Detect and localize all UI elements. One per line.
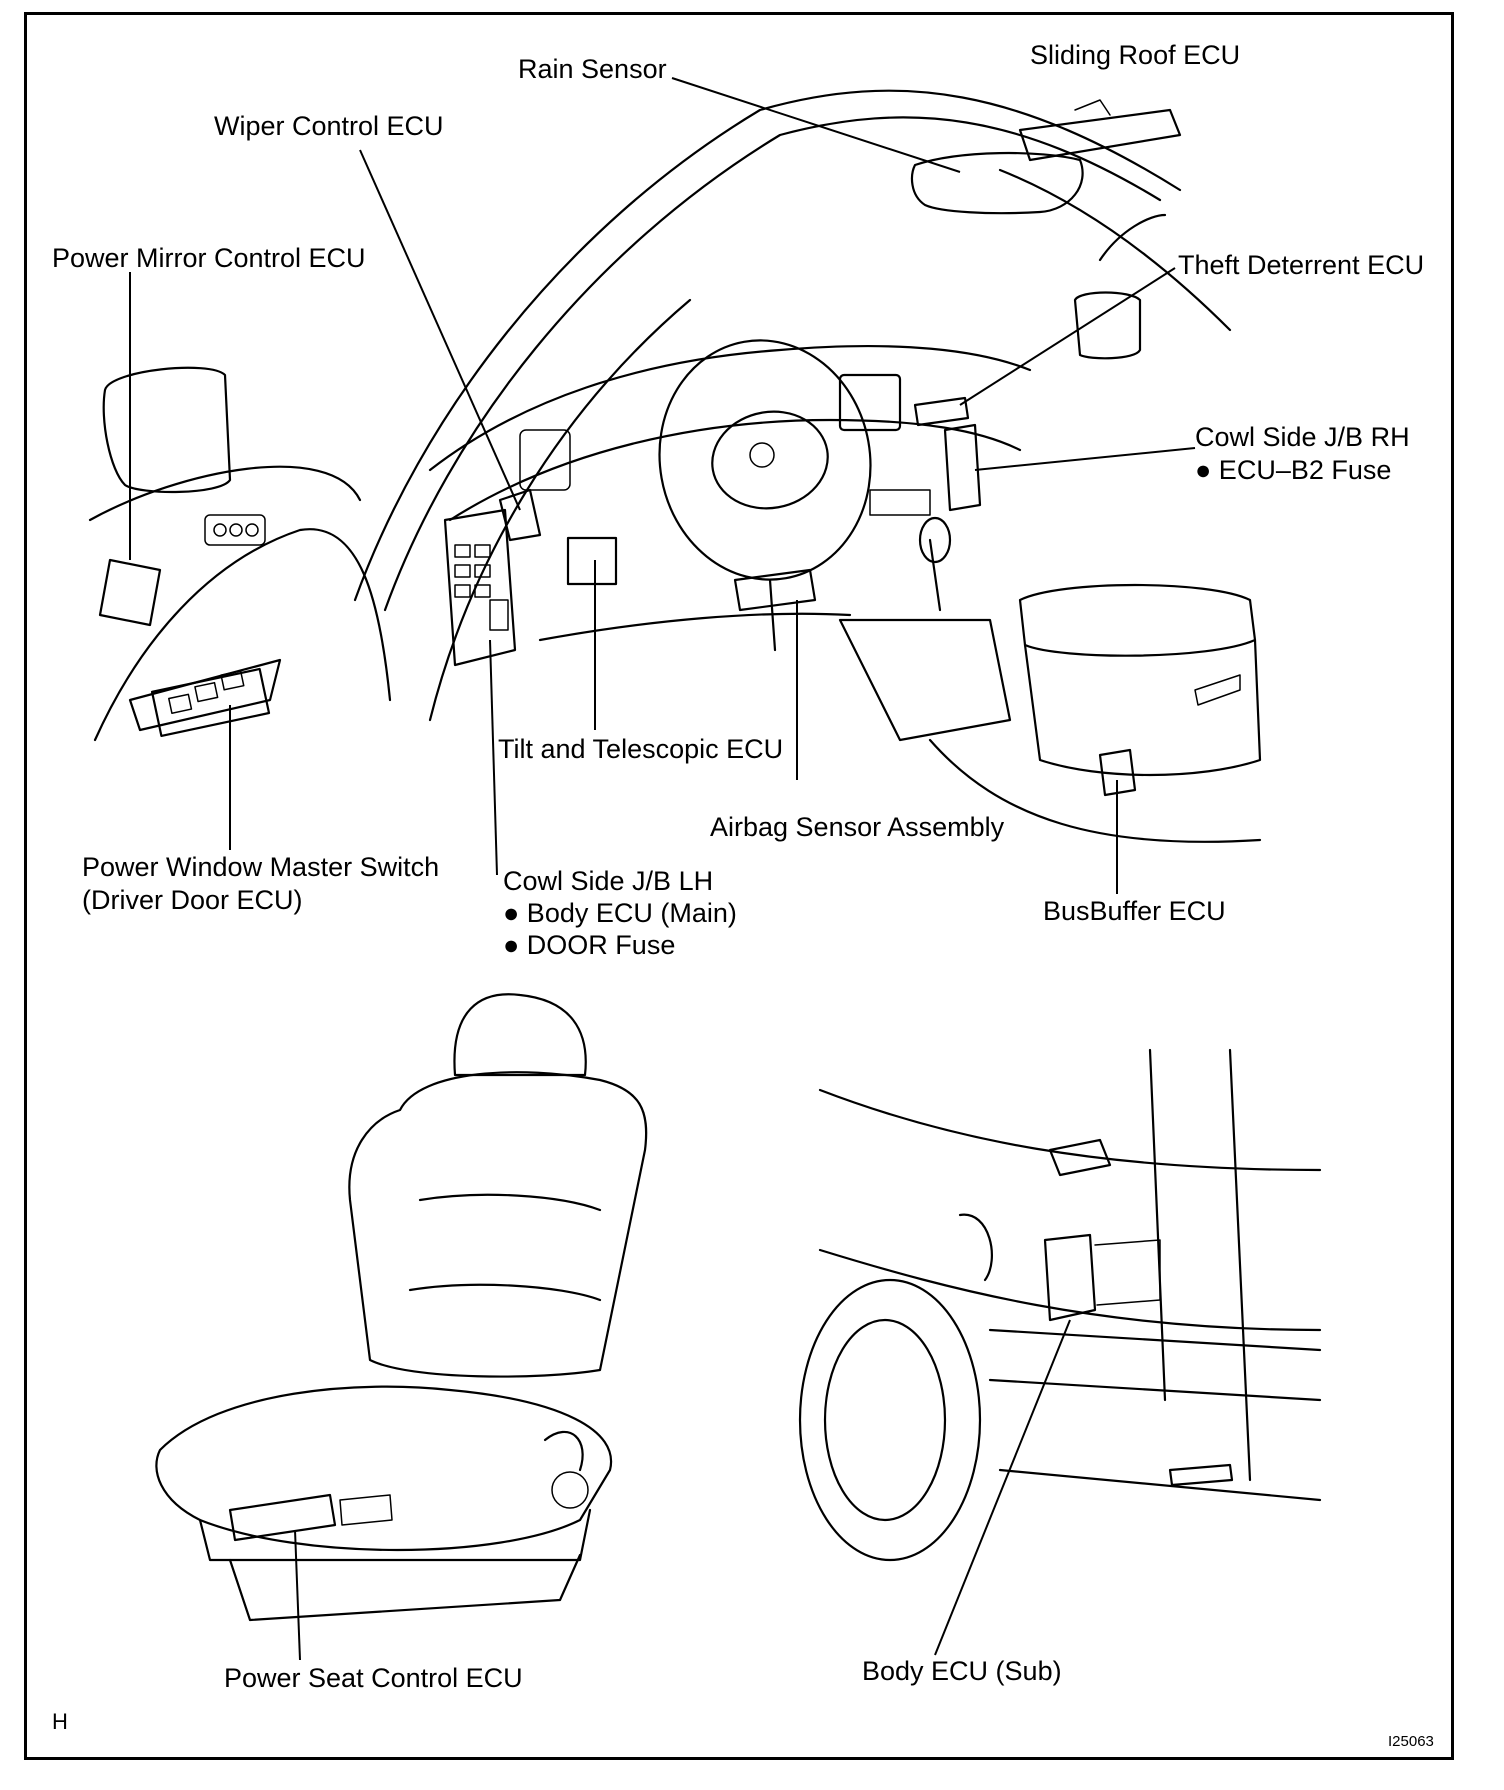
interior-cabin-drawing	[88, 89, 1262, 843]
label-airbag-sensor-assembly: Airbag Sensor Assembly	[710, 812, 1005, 842]
label-power-mirror-control-ecu: Power Mirror Control ECU	[52, 243, 366, 273]
body-ecu-sub-box	[1043, 1233, 1097, 1322]
steering-emblem	[749, 442, 775, 468]
label-door-fuse: ● DOOR Fuse	[503, 930, 676, 960]
label-power-window-master-switch: Power Window Master Switch	[82, 852, 440, 882]
seat-cushion	[155, 1385, 613, 1552]
console-lid	[1018, 583, 1257, 657]
left-side-mirror	[102, 366, 232, 494]
tilt-telescopic-ecu-box	[566, 536, 618, 586]
power-seat-drawing	[155, 993, 648, 1622]
label-ecu-b2-fuse: ● ECU–B2 Fuse	[1195, 455, 1392, 485]
wiper-control-ecu-box	[498, 488, 542, 542]
label-driver-door-ecu: (Driver Door ECU)	[82, 885, 303, 915]
power-mirror-ecu-box	[98, 558, 162, 627]
label-cowl-side-jb-lh: Cowl Side J/B LH	[503, 866, 714, 896]
label-busbuffer-ecu: BusBuffer ECU	[1043, 896, 1226, 926]
right-side-mirror	[1073, 291, 1142, 360]
leader-lines	[129, 77, 1196, 1661]
headrest	[453, 993, 587, 1077]
label-cowl-side-jb-rh: Cowl Side J/B RH	[1195, 422, 1410, 452]
label-body-ecu-sub: Body ECU (Sub)	[862, 1656, 1062, 1686]
power-window-master-switch-unit	[150, 667, 271, 737]
label-theft-deterrent-ecu: Theft Deterrent ECU	[1178, 250, 1425, 280]
label-tilt-telescopic-ecu: Tilt and Telescopic ECU	[498, 734, 784, 764]
rear-wheel	[798, 1278, 982, 1562]
power-seat-control-ecu-box	[228, 1493, 337, 1542]
label-power-seat-control-ecu: Power Seat Control ECU	[224, 1663, 523, 1693]
label-rain-sensor: Rain Sensor	[518, 54, 667, 84]
steering-wheel	[658, 339, 872, 581]
seat-back	[348, 1071, 648, 1378]
vehicle-rear-drawing	[798, 1048, 1322, 1562]
corner-letter: H	[52, 1709, 68, 1734]
cowl-side-jb-rh-box	[943, 423, 982, 512]
figure-code: I25063	[1388, 1733, 1434, 1750]
rear-view-mirror	[910, 151, 1084, 215]
label-sliding-roof-ecu: Sliding Roof ECU	[1030, 40, 1241, 70]
diagram-frame	[24, 12, 1454, 1760]
airbag-sensor-box	[733, 568, 817, 612]
seat-frame	[228, 1553, 582, 1622]
theft-deterrent-ecu-box	[913, 396, 970, 427]
label-wiper-control-ecu: Wiper Control ECU	[214, 111, 444, 141]
busbuffer-ecu-box	[1098, 748, 1137, 797]
cowl-side-jb-lh-box	[443, 508, 517, 667]
label-body-ecu-main: ● Body ECU (Main)	[503, 898, 737, 928]
